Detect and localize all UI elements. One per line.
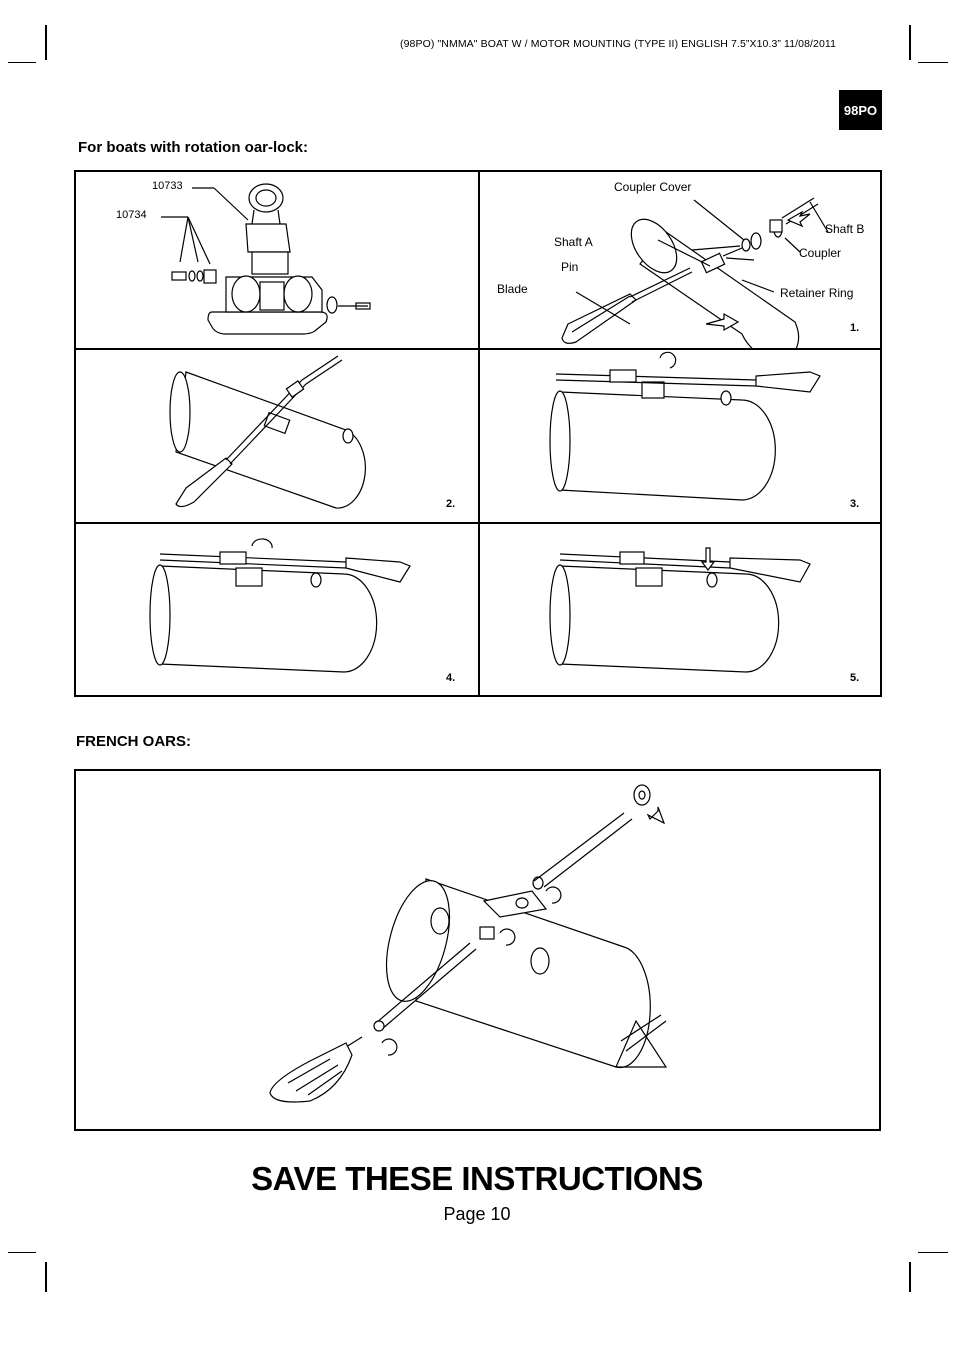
crop-mark <box>909 1262 911 1292</box>
coupler-push-illustration <box>549 547 811 673</box>
label-pin: Pin <box>561 260 579 274</box>
crop-mark <box>45 25 47 60</box>
save-instructions-title: SAVE THESE INSTRUCTIONS <box>251 1160 703 1197</box>
crop-mark <box>8 62 36 63</box>
step-number: 3. <box>850 498 860 510</box>
grid-divider <box>478 172 480 695</box>
crop-mark <box>918 1252 948 1253</box>
crop-mark <box>909 25 911 60</box>
step-3-panel: 3. <box>480 350 882 522</box>
label-coupler: Coupler <box>799 246 842 260</box>
label-coupler-cover: Coupler Cover <box>614 180 692 194</box>
step-4-panel: 4. <box>76 524 478 697</box>
oar-lock-parts-panel: 10733 10734 <box>76 172 478 348</box>
french-oars-illustration <box>269 784 668 1103</box>
page-number: Page 10 <box>443 1204 511 1224</box>
step-5-panel: 5. <box>480 524 882 697</box>
grid-divider <box>76 522 880 524</box>
step-number: 5. <box>850 672 860 684</box>
oar-rotate-illustration <box>549 351 821 501</box>
oar-insert-illustration <box>169 355 366 509</box>
crop-mark <box>918 62 948 63</box>
label-blade: Blade <box>497 282 528 296</box>
oar-lock-exploded-illustration <box>161 183 371 335</box>
document-header: (98PO) "NMMA" BOAT W / MOTOR MOUNTING (T… <box>400 38 837 50</box>
crop-mark <box>8 1252 36 1253</box>
crop-mark <box>45 1262 47 1292</box>
label-shaft-a: Shaft A <box>554 235 593 249</box>
step-number: 4. <box>446 672 456 684</box>
grid-divider <box>76 348 880 350</box>
step-number: 1. <box>850 322 860 334</box>
coupler-rotate-illustration <box>149 538 411 673</box>
model-badge: 98PO <box>839 90 882 130</box>
french-oars-title: FRENCH OARS: <box>76 733 191 750</box>
french-oars-panel <box>74 769 881 1131</box>
label-shaft-b: Shaft B <box>825 222 865 236</box>
step-1-panel: Coupler Cover Shaft B Shaft A Coupler Pi… <box>480 172 882 348</box>
rotation-section-title: For boats with rotation oar-lock: <box>78 139 309 156</box>
part-number-10734: 10734 <box>116 209 147 221</box>
label-retainer-ring: Retainer Ring <box>780 286 854 300</box>
part-number-10733: 10733 <box>152 180 183 192</box>
oar-assembly-parts-illustration <box>561 197 829 348</box>
step-2-panel: 2. <box>76 350 478 522</box>
step-number: 2. <box>446 498 456 510</box>
oar-lock-instruction-grid: 10733 10734 <box>74 170 882 697</box>
